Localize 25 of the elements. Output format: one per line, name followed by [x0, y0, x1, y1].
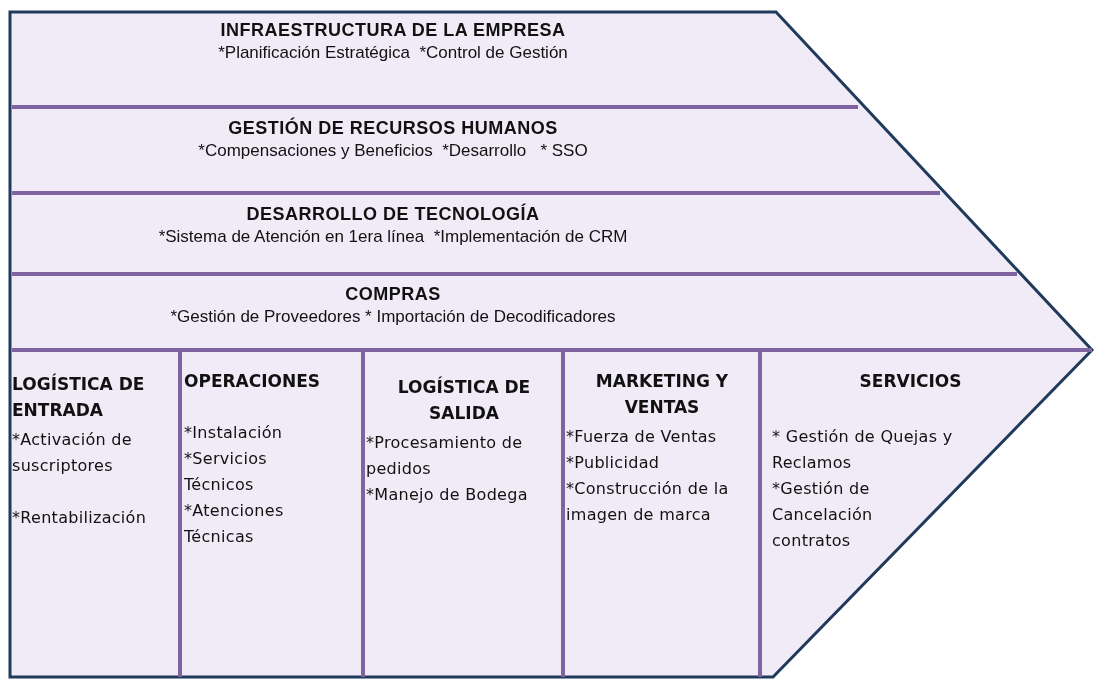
activity-item: * Gestión de Quejas y Reclamos: [772, 426, 954, 474]
activity-item: *Gestión de Cancelación contratos: [772, 478, 874, 552]
activity-item: *Publicidad: [566, 452, 660, 474]
activity-item: *Rentabilización: [12, 507, 147, 529]
activity-heading: MARKETING Y VENTAS: [594, 370, 730, 419]
activity-item: *Planificación Estratégica *Control de Gestión: [218, 43, 568, 63]
activity-item: *Fuerza de Ventas: [566, 426, 717, 448]
activity-item: *Compensaciones y Beneficios *Desarrollo * SSO: [198, 141, 588, 161]
activity-heading: COMPRAS: [345, 284, 441, 305]
activity-item: *Atenciones Técnicas: [184, 500, 285, 548]
activity-item: *Gestión de Proveedores * Importación de Decodificadores: [170, 307, 616, 327]
activity-item: *Instalación: [184, 422, 283, 444]
activity-item: *Manejo de Bodega: [366, 484, 528, 506]
activity-heading: SERVICIOS: [858, 370, 963, 393]
activity-heading: INFRAESTRUCTURA DE LA EMPRESA: [220, 20, 566, 41]
activity-item: *Construcción de la imagen de marca: [566, 478, 730, 526]
activity-heading: LOGÍSTICA DE ENTRADA: [12, 372, 146, 422]
activity-item: *Activación de suscriptores: [12, 429, 133, 477]
activity-heading: LOGÍSTICA DE SALIDA: [396, 375, 532, 425]
activity-heading: DESARROLLO DE TECNOLOGÍA: [246, 204, 540, 225]
activity-item: *Procesamiento de pedidos: [366, 432, 524, 480]
activity-heading: GESTIÓN DE RECURSOS HUMANOS: [228, 118, 558, 139]
activity-item: *Servicios Técnicos: [184, 448, 268, 496]
activity-item: *Sistema de Atención en 1era línea *Implementación de CRM: [158, 227, 628, 247]
activity-heading: OPERACIONES: [184, 370, 322, 393]
